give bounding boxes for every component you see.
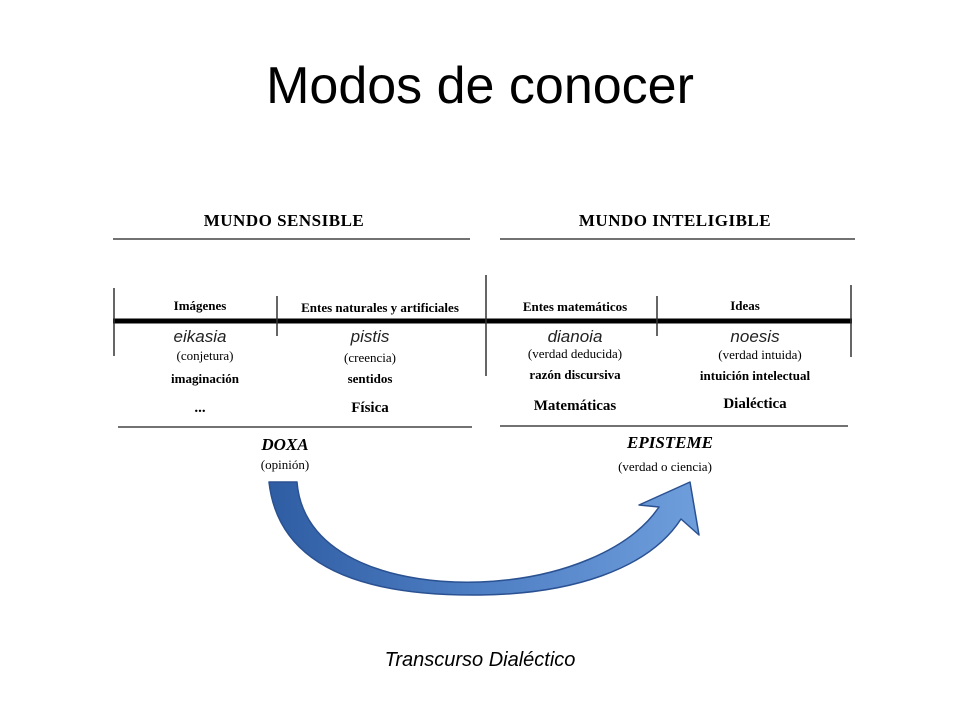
object-imagenes: Imágenes bbox=[173, 298, 227, 313]
mode-eikasia: eikasia bbox=[173, 327, 227, 346]
object-entes-matematicos: Entes matemáticos bbox=[522, 299, 628, 314]
mode-pistis: pistis bbox=[350, 327, 390, 346]
gloss-conjetura: (conjetura) bbox=[176, 348, 234, 363]
grade-episteme-gloss: (verdad o ciencia) bbox=[618, 459, 712, 474]
sensible-heading: MUNDO SENSIBLE bbox=[203, 211, 365, 230]
dialectic-arrow bbox=[268, 481, 700, 596]
mode-dianoia: dianoia bbox=[547, 327, 603, 346]
domain-ellipsis: ... bbox=[194, 400, 206, 416]
slide-title: Modos de conocer bbox=[266, 57, 694, 115]
object-entes-naturales: Entes naturales y artificiales bbox=[301, 300, 459, 315]
faculty-razon-discursiva: razón discursiva bbox=[529, 367, 621, 382]
grade-doxa: DOXA bbox=[261, 435, 309, 454]
faculty-sentidos: sentidos bbox=[347, 371, 393, 386]
object-ideas: Ideas bbox=[730, 298, 760, 313]
faculty-imaginacion: imaginación bbox=[171, 371, 239, 386]
inteligible-heading: MUNDO INTELIGIBLE bbox=[578, 211, 772, 230]
faculty-intuicion-intelectual: intuición intelectual bbox=[699, 368, 811, 383]
gloss-verdad-intuida: (verdad intuida) bbox=[718, 347, 802, 362]
domain-fisica: Física bbox=[351, 400, 389, 416]
domain-dialectica: Dialéctica bbox=[723, 396, 787, 412]
gloss-verdad-deducida: (verdad deducida) bbox=[527, 346, 623, 361]
domain-matematicas: Matemáticas bbox=[533, 398, 617, 414]
gloss-creencia: (creencia) bbox=[344, 350, 396, 365]
grade-episteme: EPISTEME bbox=[627, 433, 713, 452]
caption: Transcurso Dialéctico bbox=[384, 649, 576, 671]
grade-doxa-gloss: (opinión) bbox=[260, 457, 310, 472]
mode-noesis: noesis bbox=[730, 327, 780, 346]
